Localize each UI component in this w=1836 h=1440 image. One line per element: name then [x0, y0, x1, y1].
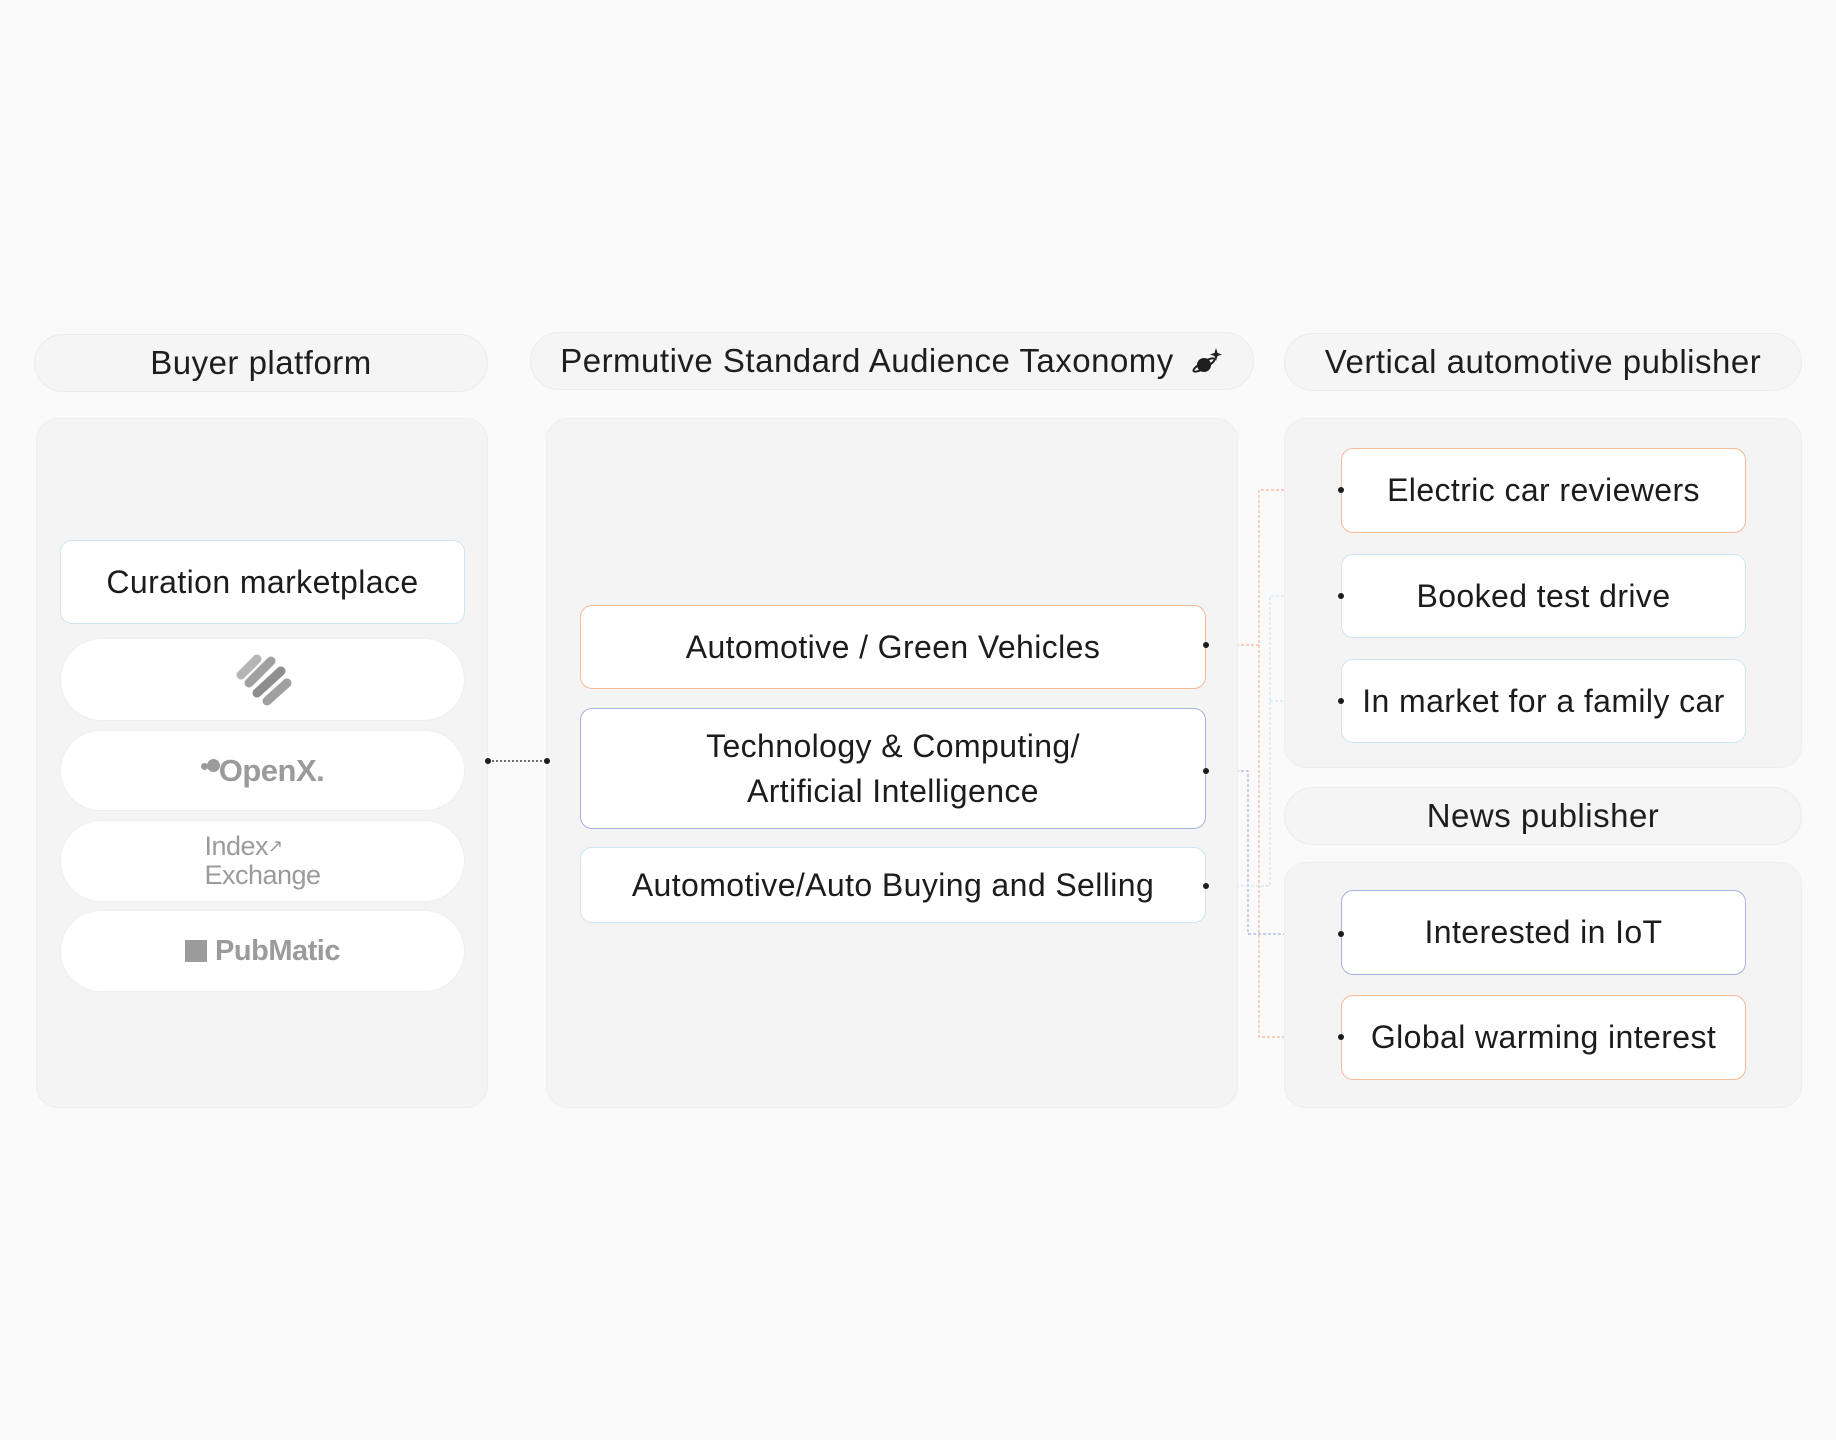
pubmatic-logo-text: PubMatic [215, 934, 340, 967]
pubmatic-square-icon [185, 940, 208, 962]
index-exchange-logo: Index↗ Exchange [204, 831, 321, 890]
index-exchange-line1: Index [204, 831, 269, 861]
segment-auto-buying-label: Automotive/Auto Buying and Selling [631, 866, 1155, 903]
connector-dot [1203, 642, 1209, 648]
arrow-up-right-icon: ↗ [268, 836, 283, 856]
connector-dot [1338, 487, 1344, 493]
vertical-publisher-header: Vertical automotive publisher [1284, 333, 1802, 391]
index-exchange-line2: Exchange [204, 860, 321, 890]
taxonomy-header: Permutive Standard Audience Taxonomy [530, 332, 1254, 390]
buyer-platform-header: Buyer platform [34, 334, 488, 392]
connector-dot [1203, 883, 1209, 889]
audience-interested-in-iot-label: Interested in IoT [1424, 914, 1663, 951]
segment-green-vehicles-label: Automotive / Green Vehicles [685, 628, 1101, 665]
buyer-platform-title: Buyer platform [150, 344, 372, 381]
audience-booked-test-drive-label: Booked test drive [1416, 577, 1671, 614]
audience-family-car[interactable]: In market for a family car [1341, 659, 1746, 743]
openx-logo-text: OpenX. [218, 752, 325, 788]
audience-electric-car-reviewers[interactable]: Electric car reviewers [1341, 448, 1746, 533]
segment-green-vehicles[interactable]: Automotive / Green Vehicles [580, 605, 1206, 689]
connector-dot [485, 758, 491, 764]
stripes-logo-pill[interactable] [60, 638, 465, 721]
segment-ai-line2: Artificial Intelligence [747, 772, 1039, 809]
openx-logo-pill[interactable]: OpenX. [60, 730, 465, 811]
segment-artificial-intelligence[interactable]: Technology & Computing/ Artificial Intel… [580, 708, 1206, 829]
audience-global-warming[interactable]: Global warming interest [1341, 995, 1746, 1080]
pubmatic-logo-pill[interactable]: PubMatic [60, 910, 465, 992]
audience-booked-test-drive[interactable]: Booked test drive [1341, 554, 1746, 638]
connector-dot [544, 758, 550, 764]
segment-ai-line1: Technology & Computing/ [706, 727, 1080, 764]
vertical-publisher-title: Vertical automotive publisher [1324, 343, 1762, 380]
curation-marketplace-card[interactable]: Curation marketplace [60, 540, 465, 624]
audience-global-warming-label: Global warming interest [1370, 1019, 1717, 1056]
news-publisher-title: News publisher [1426, 797, 1660, 834]
taxonomy-title: Permutive Standard Audience Taxonomy [560, 342, 1174, 379]
audience-electric-car-reviewers-label: Electric car reviewers [1387, 472, 1700, 509]
curation-marketplace-label: Curation marketplace [106, 563, 419, 600]
planet-sparkle-icon [1192, 345, 1224, 377]
connector-dot [1203, 768, 1209, 774]
audience-interested-in-iot[interactable]: Interested in IoT [1341, 890, 1746, 975]
audience-family-car-label: In market for a family car [1362, 682, 1725, 719]
stripes-logo [231, 645, 295, 714]
openx-bubble-icon [200, 758, 221, 783]
segment-auto-buying-selling[interactable]: Automotive/Auto Buying and Selling [580, 847, 1206, 923]
news-publisher-header: News publisher [1284, 787, 1802, 845]
pubmatic-logo: PubMatic [185, 935, 340, 968]
connector-dot [1338, 931, 1344, 937]
openx-logo: OpenX. [200, 752, 325, 789]
connector-dot [1338, 698, 1344, 704]
connector-dot [1338, 593, 1344, 599]
connector-dot [1338, 1034, 1344, 1040]
index-exchange-logo-pill[interactable]: Index↗ Exchange [60, 820, 465, 902]
